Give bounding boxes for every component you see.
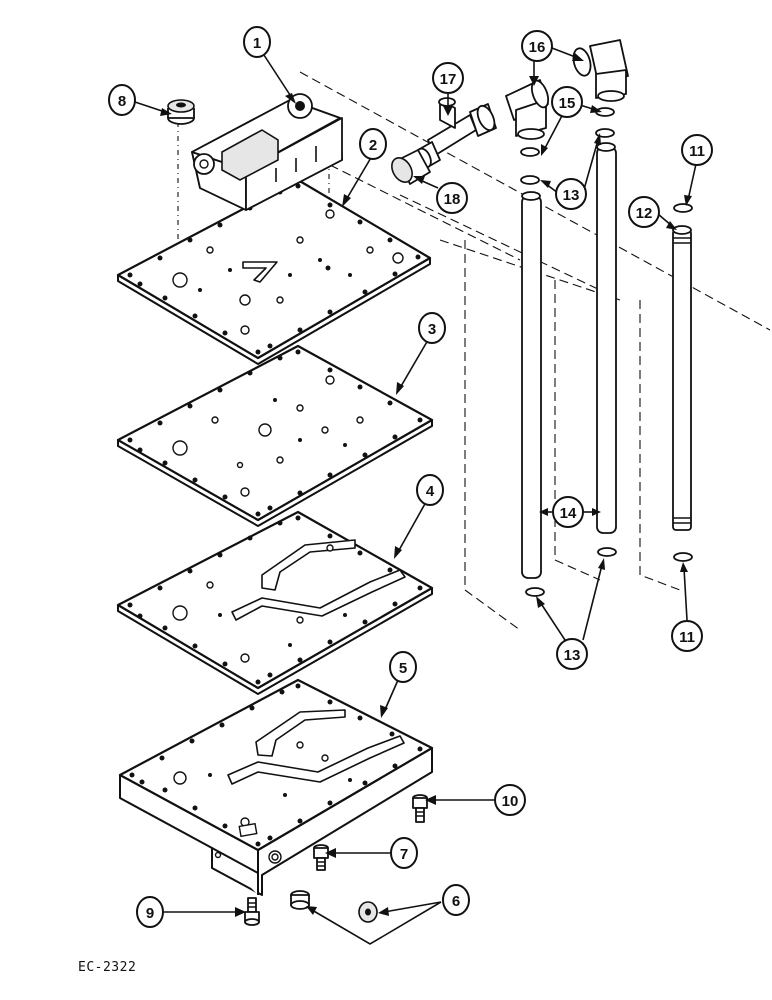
svg-text:11: 11 [689, 143, 705, 160]
svg-text:13: 13 [564, 647, 581, 664]
callout-9: 9 [136, 896, 164, 928]
callout-11-top: 11 [681, 134, 713, 166]
svg-text:1: 1 [253, 35, 261, 52]
svg-text:16: 16 [529, 39, 546, 56]
callout-16: 16 [521, 30, 553, 62]
plate-3 [116, 344, 434, 527]
svg-text:14: 14 [560, 505, 577, 522]
callout-18: 18 [436, 182, 468, 214]
svg-text:2: 2 [369, 137, 377, 154]
svg-text:3: 3 [428, 321, 436, 338]
svg-text:11: 11 [679, 629, 695, 646]
callout-14: 14 [552, 496, 584, 528]
callout-7: 7 [390, 837, 418, 869]
plug-8 [167, 99, 195, 125]
callout-3: 3 [418, 312, 446, 344]
callout-8: 8 [108, 84, 136, 116]
svg-text:18: 18 [444, 191, 461, 208]
callout-17: 17 [432, 62, 464, 94]
elbow-16 [505, 39, 629, 140]
callouts: 1 8 2 3 4 5 10 7 9 6 17 18 16 15 13 11 1… [108, 26, 713, 928]
figure-code: EC-2322 [78, 960, 137, 975]
svg-text:17: 17 [440, 71, 457, 88]
svg-text:10: 10 [502, 793, 519, 810]
gasket-plate-2 [116, 178, 432, 365]
callout-1: 1 [243, 26, 271, 58]
tee-fitting-17 [416, 97, 497, 169]
cap-18 [391, 149, 431, 185]
callout-10: 10 [494, 784, 526, 816]
leader-lines [134, 47, 697, 945]
tubes-14 [521, 142, 617, 579]
valve-body-1 [191, 93, 343, 211]
callout-2: 2 [359, 128, 387, 160]
svg-text:6: 6 [452, 893, 460, 910]
svg-text:4: 4 [426, 483, 435, 500]
callout-15: 15 [551, 86, 583, 118]
screw-7 [313, 844, 329, 871]
o-rings [520, 107, 693, 597]
screw-9 [244, 897, 260, 926]
callout-11-bottom: 11 [671, 620, 703, 652]
callout-13-top: 13 [555, 178, 587, 210]
base-plate-5 [118, 678, 434, 896]
callout-6: 6 [442, 884, 470, 916]
svg-text:12: 12 [636, 205, 653, 222]
plate-4 [116, 510, 434, 695]
plugs-6 [290, 890, 378, 923]
callout-5: 5 [389, 651, 417, 683]
svg-text:8: 8 [118, 93, 126, 110]
callout-13-bottom: 13 [556, 638, 588, 670]
callout-12: 12 [628, 196, 660, 228]
svg-text:13: 13 [563, 187, 580, 204]
pipe-12 [672, 225, 692, 531]
svg-text:7: 7 [400, 846, 408, 863]
svg-text:15: 15 [559, 95, 576, 112]
svg-text:5: 5 [399, 660, 407, 677]
callout-4: 4 [416, 474, 444, 506]
svg-text:9: 9 [146, 905, 154, 922]
screw-10 [412, 794, 428, 823]
